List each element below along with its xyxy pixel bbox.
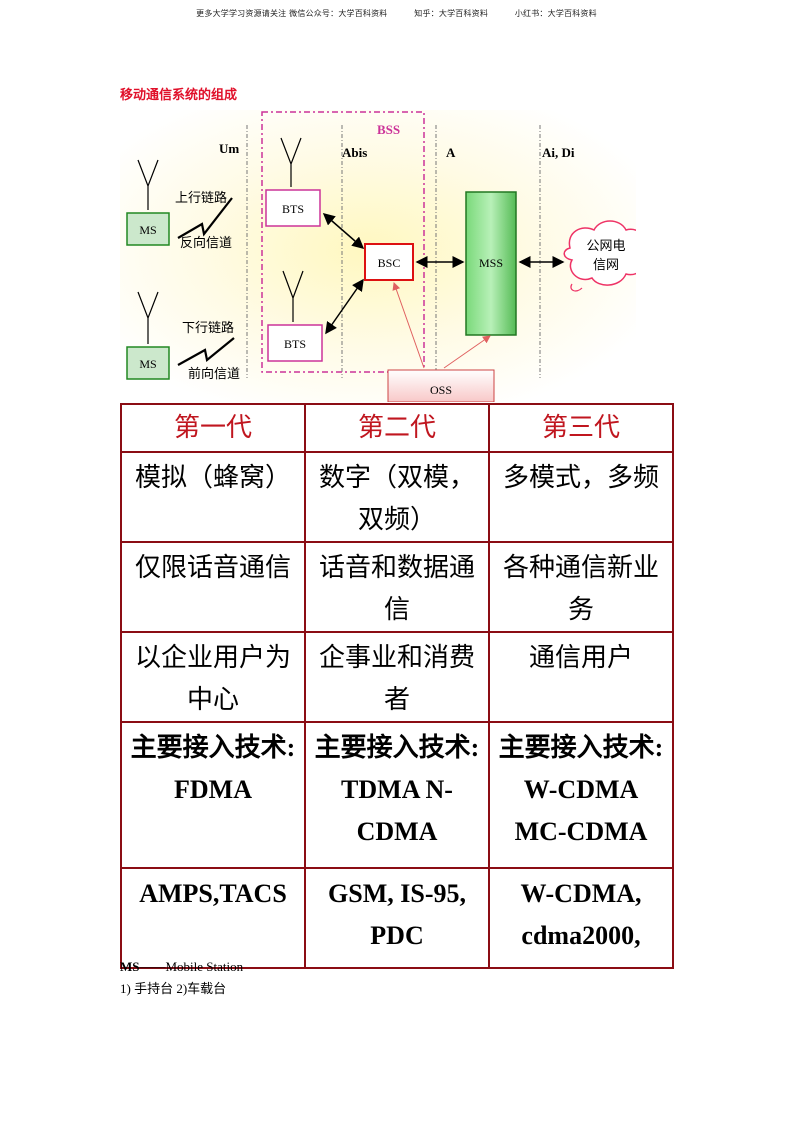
table-cell: 通信用户 <box>488 631 674 723</box>
table-cell: 话音和数据通信 <box>304 541 490 633</box>
pstn-cloud-icon <box>563 220 636 286</box>
bsc-box <box>364 243 414 281</box>
bts-bsc-link-lower <box>325 278 364 335</box>
header-wechat: 更多大学学习资源请关注 微信公众号：大学百科资料 <box>196 9 388 18</box>
table-cell: 主要接入技术: FDMA <box>120 721 306 869</box>
table-cell: 主要接入技术: W-CDMA MC-CDMA <box>488 721 674 869</box>
mss-box <box>465 191 517 336</box>
header-cell-3g: 第三代 <box>488 403 674 453</box>
header-cell-1g: 第一代 <box>120 403 306 453</box>
em-dash: —— <box>139 959 166 974</box>
antenna-icon <box>280 137 302 187</box>
table-cell: AMPS,TACS <box>120 867 306 969</box>
ms-abbreviation: MS <box>120 959 140 974</box>
table-row: AMPS,TACS GSM, IS-95, PDC W-CDMA, cdma20… <box>120 867 674 969</box>
system-diagram: BSS Um Abis A Ai, Di MS MS 上行链路 反向信道 下行链… <box>120 110 636 402</box>
antenna-icon <box>137 291 159 344</box>
oss-label: OSS <box>430 383 452 397</box>
table-cell: 各种通信新业务 <box>488 541 674 633</box>
table-row: 模拟（蜂窝） 数字（双模，双频） 多模式，多频 <box>120 451 674 543</box>
table-cell: 企事业和消费者 <box>304 631 490 723</box>
table-header-row: 第一代 第二代 第三代 <box>120 403 674 453</box>
cloud-tail-icon <box>570 283 583 292</box>
forward-channel-label: 前向信道 <box>188 366 240 381</box>
bss-label: BSS <box>377 122 400 137</box>
table-cell: W-CDMA, cdma2000, <box>488 867 674 969</box>
oss-bsc-link <box>392 282 425 369</box>
ms-definition: MS——Mobile Station <box>120 959 243 975</box>
bts-box-lower <box>267 324 323 362</box>
downlink-signal-icon <box>177 337 235 366</box>
bts-label: BTS <box>284 337 306 351</box>
ms-meaning: Mobile Station <box>165 959 244 974</box>
oss-box <box>387 369 495 402</box>
pstn-label-line2: 信网 <box>593 257 619 272</box>
table-row: 以企业用户为中心 企事业和消费者 通信用户 <box>120 631 674 723</box>
table-cell: 仅限话音通信 <box>120 541 306 633</box>
ms-box-upper <box>126 212 170 246</box>
table-cell: 模拟（蜂窝） <box>120 451 306 543</box>
table-cell: 以企业用户为中心 <box>120 631 306 723</box>
table-cell: 多模式，多频 <box>488 451 674 543</box>
header-cell-2g: 第二代 <box>304 403 490 453</box>
antenna-icon <box>137 159 159 210</box>
oss-mss-link <box>443 335 491 369</box>
bts-box-upper <box>265 189 321 227</box>
table-row: 仅限话音通信 话音和数据通信 各种通信新业务 <box>120 541 674 633</box>
um-label: Um <box>219 141 239 156</box>
bts-label: BTS <box>282 202 304 216</box>
table-cell: GSM, IS-95, PDC <box>304 867 490 969</box>
abis-label: Abis <box>342 145 367 160</box>
header-xiaohongshu: 小红书：大学百科资料 <box>514 9 597 18</box>
section-title: 移动通信系统的组成 <box>120 88 238 103</box>
table-cell: 主要接入技术: TDMA N-CDMA <box>304 721 490 869</box>
ms-label: MS <box>139 223 156 237</box>
page-header: 更多大学学习资源请关注 微信公众号：大学百科资料 知乎：大学百科资料 小红书：大… <box>0 8 793 19</box>
ai-di-label: Ai, Di <box>542 145 575 160</box>
reverse-channel-label: 反向信道 <box>180 235 232 250</box>
table-cell: 数字（双模，双频） <box>304 451 490 543</box>
downlink-label: 下行链路 <box>182 320 234 335</box>
uplink-label: 上行链路 <box>175 190 227 205</box>
header-zhihu: 知乎：大学百科资料 <box>414 9 489 18</box>
ms-types-list: 1) 手持台 2)车载台 <box>120 981 227 996</box>
ms-box-lower <box>126 346 170 380</box>
table-row: 主要接入技术: FDMA 主要接入技术: TDMA N-CDMA 主要接入技术:… <box>120 721 674 869</box>
bts-bsc-link-upper <box>322 213 365 249</box>
generation-comparison-table: 第一代 第二代 第三代 模拟（蜂窝） 数字（双模，双频） 多模式，多频 仅限话音… <box>120 403 674 969</box>
a-label: A <box>446 145 456 160</box>
pstn-label-line1: 公网电 <box>586 238 625 253</box>
bsc-label: BSC <box>378 256 401 270</box>
ms-label: MS <box>139 357 156 371</box>
uplink-signal-icon <box>177 197 233 239</box>
antenna-icon <box>282 270 304 322</box>
bss-boundary <box>261 111 425 373</box>
mss-label: MSS <box>479 256 503 270</box>
